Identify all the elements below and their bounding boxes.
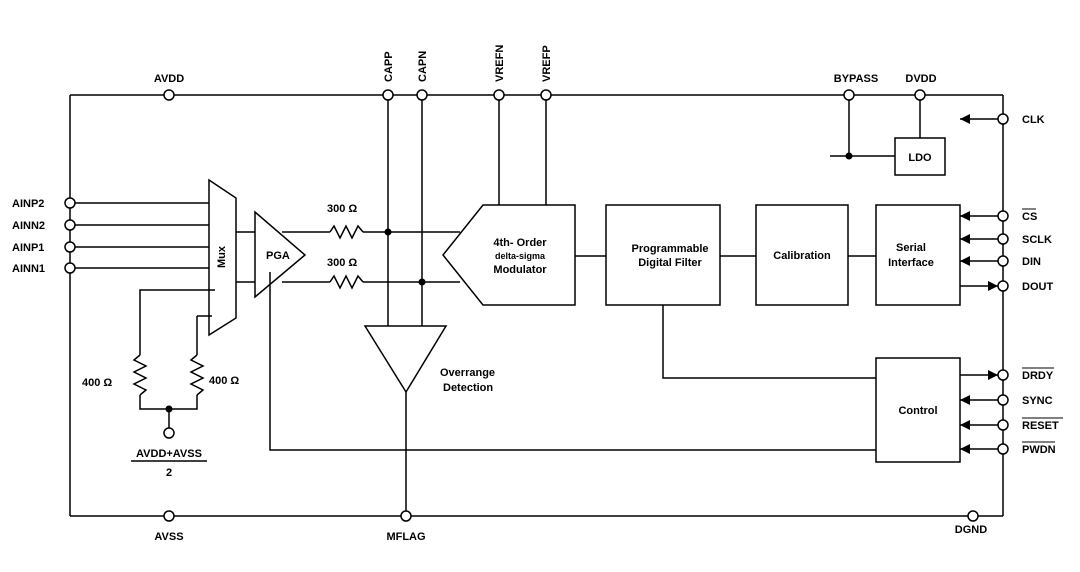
serial-interface-label-1: Serial: [896, 242, 926, 254]
pin-sclk: [997, 233, 1009, 245]
calibration-label: Calibration: [773, 250, 831, 262]
label-bypass: BYPASS: [834, 73, 878, 85]
mux-label: Mux: [216, 245, 228, 268]
modulator-label-3: Modulator: [493, 264, 547, 276]
pin-dgnd: [967, 510, 979, 522]
ldo-block: [894, 137, 946, 176]
pin-avdd: [163, 89, 175, 101]
label-vrefp: VREFP: [541, 45, 553, 82]
pins: [64, 89, 1009, 522]
pin-capp: [382, 89, 394, 101]
mid-supply-numerator: AVDD+AVSS: [136, 448, 202, 460]
resistor-left: [132, 354, 148, 396]
label-avss: AVSS: [154, 531, 183, 543]
digital-filter-label-2: Digital Filter: [638, 257, 702, 269]
pin-reset: [997, 419, 1009, 431]
overrange-label-2: Detection: [443, 382, 493, 394]
label-mflag: MFLAG: [386, 531, 425, 543]
label-clk: CLK: [1022, 114, 1045, 126]
serial-interface-block: [875, 204, 961, 306]
label-sclk: SCLK: [1022, 234, 1052, 246]
label-ainn1: AINN1: [12, 263, 45, 275]
pin-vrefn: [493, 89, 505, 101]
pin-cs: [997, 210, 1009, 222]
calibration-block: [755, 204, 849, 306]
pin-avss: [163, 510, 175, 522]
resistor-right-label: 400 Ω: [209, 375, 239, 387]
label-sync: SYNC: [1022, 395, 1053, 407]
pga-label: PGA: [266, 250, 290, 262]
pin-mid-supply: [163, 427, 175, 439]
label-dout: DOUT: [1022, 281, 1053, 293]
pin-mflag: [400, 510, 412, 522]
digital-filter-block: [605, 204, 721, 306]
resistor-bottom: [329, 274, 364, 290]
resistor-left-label: 400 Ω: [82, 377, 112, 389]
label-din: DIN: [1022, 256, 1041, 268]
label-dvdd: DVDD: [905, 73, 936, 85]
pin-ainp2: [64, 197, 76, 209]
modulator-label-2: delta-sigma: [495, 251, 546, 261]
resistor-bottom-label: 300 Ω: [327, 257, 357, 269]
modulator-label-1: 4th- Order: [493, 237, 547, 249]
overrange-comparator: [363, 325, 448, 394]
mid-supply-denominator: 2: [166, 467, 172, 479]
pin-dvdd: [914, 89, 926, 101]
label-ainn2: AINN2: [12, 220, 45, 232]
resistor-top: [329, 224, 364, 240]
label-vrefn: VREFN: [494, 45, 506, 82]
pin-clk: [997, 113, 1009, 125]
label-pwdn: PWDN: [1022, 444, 1056, 456]
control-label: Control: [898, 405, 937, 417]
pga-block: [254, 210, 307, 299]
modulator-block: [442, 204, 576, 306]
label-capp: CAPP: [383, 51, 395, 82]
serial-interface-label-2: Interface: [888, 257, 934, 269]
pin-dout: [997, 280, 1009, 292]
resistor-top-label: 300 Ω: [327, 203, 357, 215]
pin-sync: [997, 394, 1009, 406]
pin-vrefp: [540, 89, 552, 101]
label-reset: RESET: [1022, 420, 1059, 432]
ldo-label: LDO: [908, 152, 932, 164]
pin-capn: [416, 89, 428, 101]
label-avdd: AVDD: [154, 73, 184, 85]
pin-din: [997, 255, 1009, 267]
label-dgnd: DGND: [955, 524, 987, 536]
pin-ainp1: [64, 241, 76, 253]
label-cs: CS: [1022, 211, 1037, 223]
pin-bypass: [843, 89, 855, 101]
digital-filter-label-1: Programmable: [631, 243, 708, 255]
label-drdy: DRDY: [1022, 370, 1054, 382]
resistor-right: [189, 354, 205, 396]
pin-drdy: [997, 369, 1009, 381]
label-ainp2: AINP2: [12, 198, 44, 210]
label-capn: CAPN: [417, 51, 429, 82]
mux-block: [208, 178, 237, 337]
pin-ainn2: [64, 219, 76, 231]
control-block: [875, 357, 961, 463]
label-ainp1: AINP1: [12, 242, 44, 254]
pin-ainn1: [64, 262, 76, 274]
pin-pwdn: [997, 443, 1009, 455]
input-wires: [70, 202, 209, 269]
overrange-label-1: Overrange: [440, 367, 495, 379]
